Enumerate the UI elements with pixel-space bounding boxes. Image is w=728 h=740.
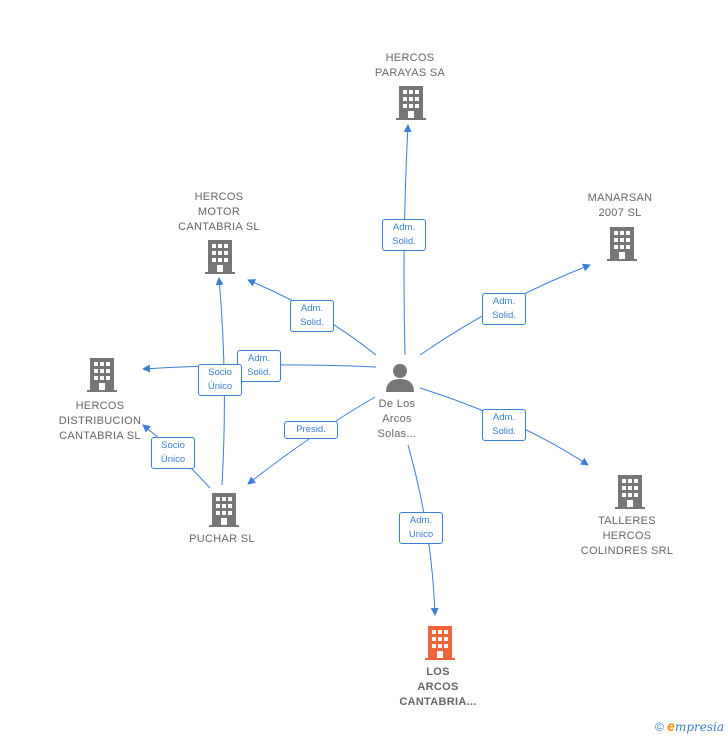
empresia-watermark: © empresia xyxy=(655,718,724,734)
node-label-person: De Los Arcos Solas... xyxy=(377,398,417,440)
building-icon[interactable] xyxy=(615,475,645,509)
node-label-hercos-parayas: HERCOS PARAYAS SA xyxy=(374,52,446,79)
building-icon[interactable] xyxy=(87,358,117,392)
building-icon[interactable] xyxy=(209,493,239,527)
node-label-puchar: PUCHAR SL xyxy=(189,533,255,545)
edge-label-person-los-arcos[interactable]: Adm. Unico xyxy=(399,512,443,544)
edge-label-person-puchar[interactable]: Presid. xyxy=(284,421,338,439)
edge-label-person-motor[interactable]: Adm. Solid. xyxy=(290,300,334,332)
edge-label-person-distribucion[interactable]: Adm. Solid. xyxy=(237,350,281,382)
building-icon[interactable] xyxy=(205,240,235,274)
brand-name: mpresia xyxy=(674,720,724,734)
node-label-hercos-distribucion: HERCOS DISTRIBUCION CANTABRIA SL xyxy=(58,400,142,442)
edge-label-puchar-distribucion[interactable]: Socio Único xyxy=(151,437,195,469)
building-icon[interactable] xyxy=(607,227,637,261)
building-icon[interactable] xyxy=(425,626,455,660)
node-label-manarsan: MANARSAN 2007 SL xyxy=(587,192,653,219)
node-label-los-arcos: LOS ARCOS CANTABRIA... xyxy=(399,666,477,708)
edge-label-person-manarsan[interactable]: Adm. Solid. xyxy=(482,293,526,325)
building-icon[interactable] xyxy=(396,86,426,120)
brand-e: e xyxy=(667,718,675,734)
edge-label-person-parayas[interactable]: Adm. Solid. xyxy=(382,219,426,251)
node-label-hercos-motor: HERCOS MOTOR CANTABRIA SL xyxy=(178,191,260,233)
edge-label-puchar-motor[interactable]: Socio Único xyxy=(198,364,242,396)
person-icon[interactable] xyxy=(385,362,415,392)
edge-label-person-talleres[interactable]: Adm. Solid. xyxy=(482,409,526,441)
node-label-talleres: TALLERES HERCOS COLINDRES SRL xyxy=(580,515,674,557)
copyright-symbol: © xyxy=(654,720,664,734)
